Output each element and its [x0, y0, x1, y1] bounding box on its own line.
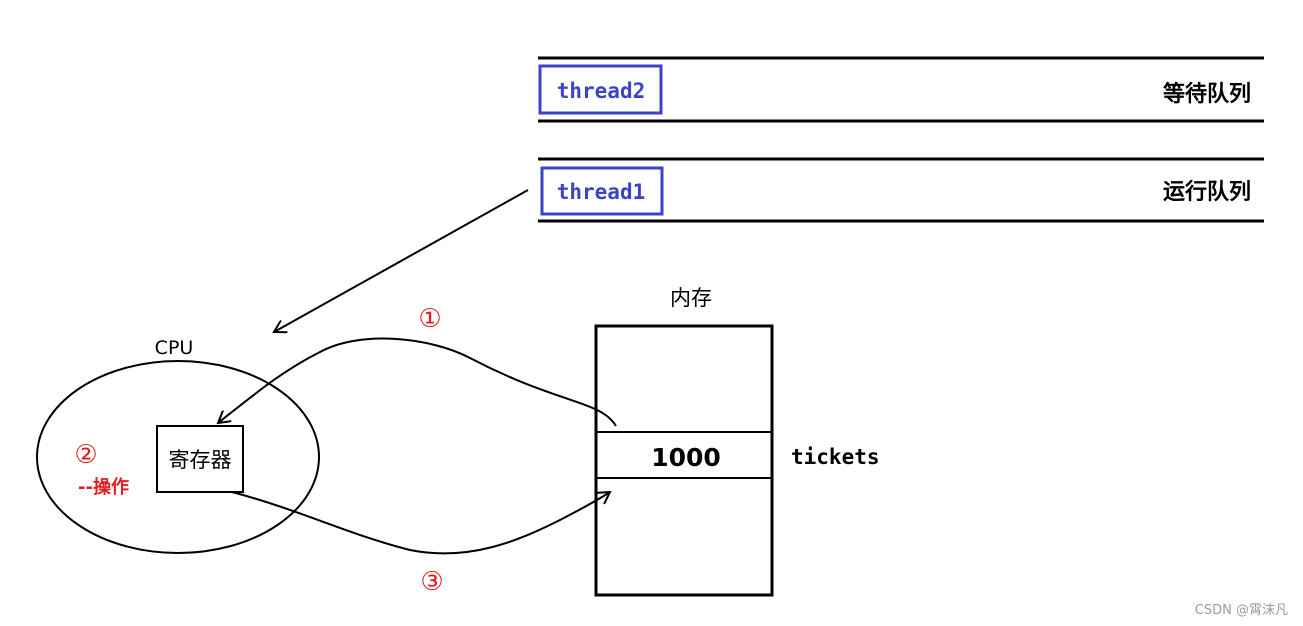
memory-label: 内存: [670, 286, 712, 310]
load-arrow: [218, 337, 617, 427]
tickets-value: 1000: [651, 443, 721, 472]
cpu-label: CPU: [155, 337, 194, 359]
memory-block: [594, 324, 774, 597]
step2-marker: ②: [74, 440, 97, 470]
register-label: 寄存器: [169, 448, 232, 472]
running-queue-label: 运行队列: [1163, 179, 1251, 205]
running-queue: thread1 运行队列: [538, 157, 1264, 223]
thread2-box: [538, 64, 663, 115]
step3-marker: ③: [420, 567, 443, 597]
schedule-arrow: [274, 189, 529, 332]
step1-marker: ①: [418, 304, 441, 334]
memory: 内存 1000 tickets: [594, 286, 880, 597]
watermark: CSDN @霄沫凡: [1195, 603, 1288, 618]
waiting-queue-label: 等待队列: [1163, 81, 1251, 107]
cpu: CPU 寄存器: [36, 337, 320, 554]
register-box: [156, 425, 244, 493]
tickets-label: tickets: [791, 445, 880, 469]
thread2-label: thread2: [557, 79, 646, 103]
thread1-box: [540, 166, 664, 216]
cpu-ellipse: [36, 360, 320, 554]
step2-text: --操作: [78, 476, 129, 498]
waiting-queue: thread2 等待队列: [538, 56, 1264, 123]
writeback-arrow: [231, 492, 610, 555]
thread1-label: thread1: [557, 180, 646, 204]
